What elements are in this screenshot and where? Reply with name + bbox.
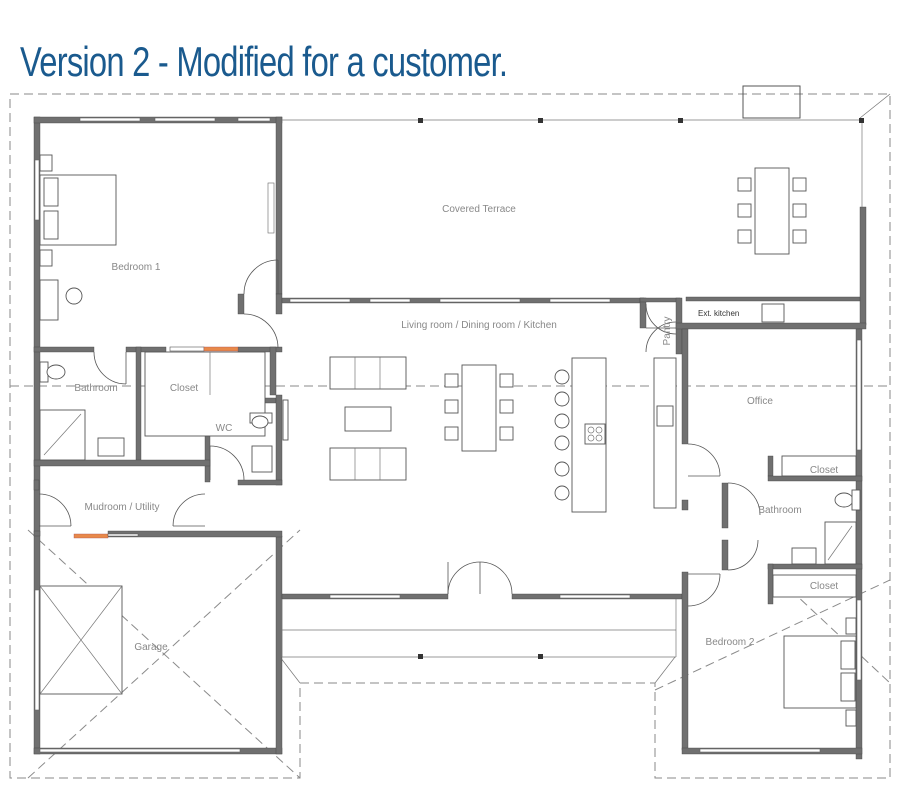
label-closet-2: Closet bbox=[810, 581, 839, 592]
label-bedroom-1: Bedroom 1 bbox=[112, 262, 161, 273]
room-labels: Bedroom 1 Covered Terrace Living room / … bbox=[74, 204, 838, 653]
label-living-room: Living room / Dining room / Kitchen bbox=[401, 320, 557, 331]
chimney bbox=[742, 85, 801, 119]
page-title: Version 2 - Modified for a customer. bbox=[20, 38, 508, 85]
label-closet-1: Closet bbox=[170, 383, 199, 394]
label-office: Office bbox=[747, 396, 773, 407]
label-covered-terrace: Covered Terrace bbox=[442, 204, 516, 215]
label-wc: WC bbox=[216, 423, 233, 434]
label-bedroom-2: Bedroom 2 bbox=[706, 637, 755, 648]
label-bathroom-1: Bathroom bbox=[74, 383, 117, 394]
label-bathroom-2: Bathroom bbox=[758, 505, 801, 516]
windows bbox=[34, 117, 862, 753]
label-garage: Garage bbox=[134, 642, 168, 653]
label-closet-office: Closet bbox=[810, 465, 839, 476]
furniture bbox=[39, 154, 861, 727]
label-ext-kitchen: Ext. kitchen bbox=[698, 309, 739, 318]
label-pantry: Pantry bbox=[662, 317, 673, 346]
terrace-structure bbox=[281, 118, 864, 659]
label-mudroom: Mudroom / Utility bbox=[84, 502, 159, 513]
